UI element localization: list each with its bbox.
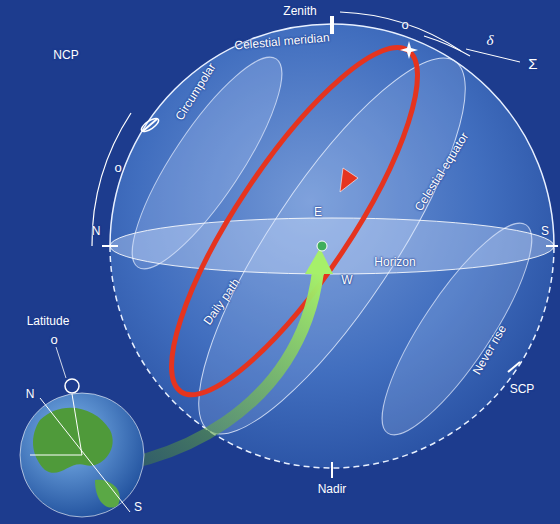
- ncp-tick: [143, 119, 157, 131]
- earth-axis: [40, 398, 130, 512]
- path-arrowhead: [340, 168, 358, 192]
- direction-label: N: [92, 225, 101, 238]
- daily-path: [134, 19, 456, 424]
- zenith-arc: [340, 12, 461, 51]
- direction-label: N: [26, 388, 35, 401]
- angle-symbol: o: [50, 333, 57, 347]
- ncp-marker: [139, 116, 160, 134]
- sigma-symbol: Σ: [528, 56, 537, 73]
- observer-figure: [65, 379, 79, 393]
- never-rise-label: Never rise: [471, 323, 510, 377]
- latitude-arc: [92, 113, 131, 246]
- latitude-leader: [56, 347, 66, 378]
- angle-symbol: o: [114, 161, 121, 175]
- zoom-arrowhead: [305, 248, 333, 274]
- scp-tick: [508, 362, 520, 372]
- horizon-label: Horizon: [374, 256, 415, 269]
- south-tick: [546, 245, 558, 247]
- equator-label: Celestial equator: [413, 130, 472, 213]
- pole-label: SCP: [510, 383, 535, 396]
- zenith-tick: [330, 16, 334, 34]
- earth: [20, 393, 144, 517]
- earth-equator: [30, 455, 82, 456]
- latitude-line: [72, 394, 82, 455]
- star: [400, 41, 418, 59]
- declination-arc: [424, 36, 470, 56]
- sphere: [110, 24, 554, 468]
- direction-label: S: [134, 501, 142, 514]
- latitude-label: Latitude: [27, 315, 70, 328]
- zenith-label: Zenith: [283, 5, 316, 18]
- circumpolar-label: Circumpolar: [173, 61, 218, 123]
- nadir-tick: [331, 462, 333, 478]
- observer-dot: [317, 241, 327, 251]
- direction-label: S: [541, 225, 549, 238]
- pole-label: NCP: [53, 49, 78, 62]
- declination-symbol: δ: [487, 32, 494, 49]
- angle-symbol: o: [401, 18, 408, 32]
- direction-label: W: [341, 274, 352, 287]
- sigma-leader: [466, 49, 520, 62]
- nadir-label: Nadir: [318, 483, 347, 496]
- meridian-label: Celestial meridian: [234, 31, 330, 52]
- north-tick: [102, 245, 118, 247]
- direction-label: E: [314, 206, 322, 219]
- daily-path-label: Daily path: [201, 276, 242, 327]
